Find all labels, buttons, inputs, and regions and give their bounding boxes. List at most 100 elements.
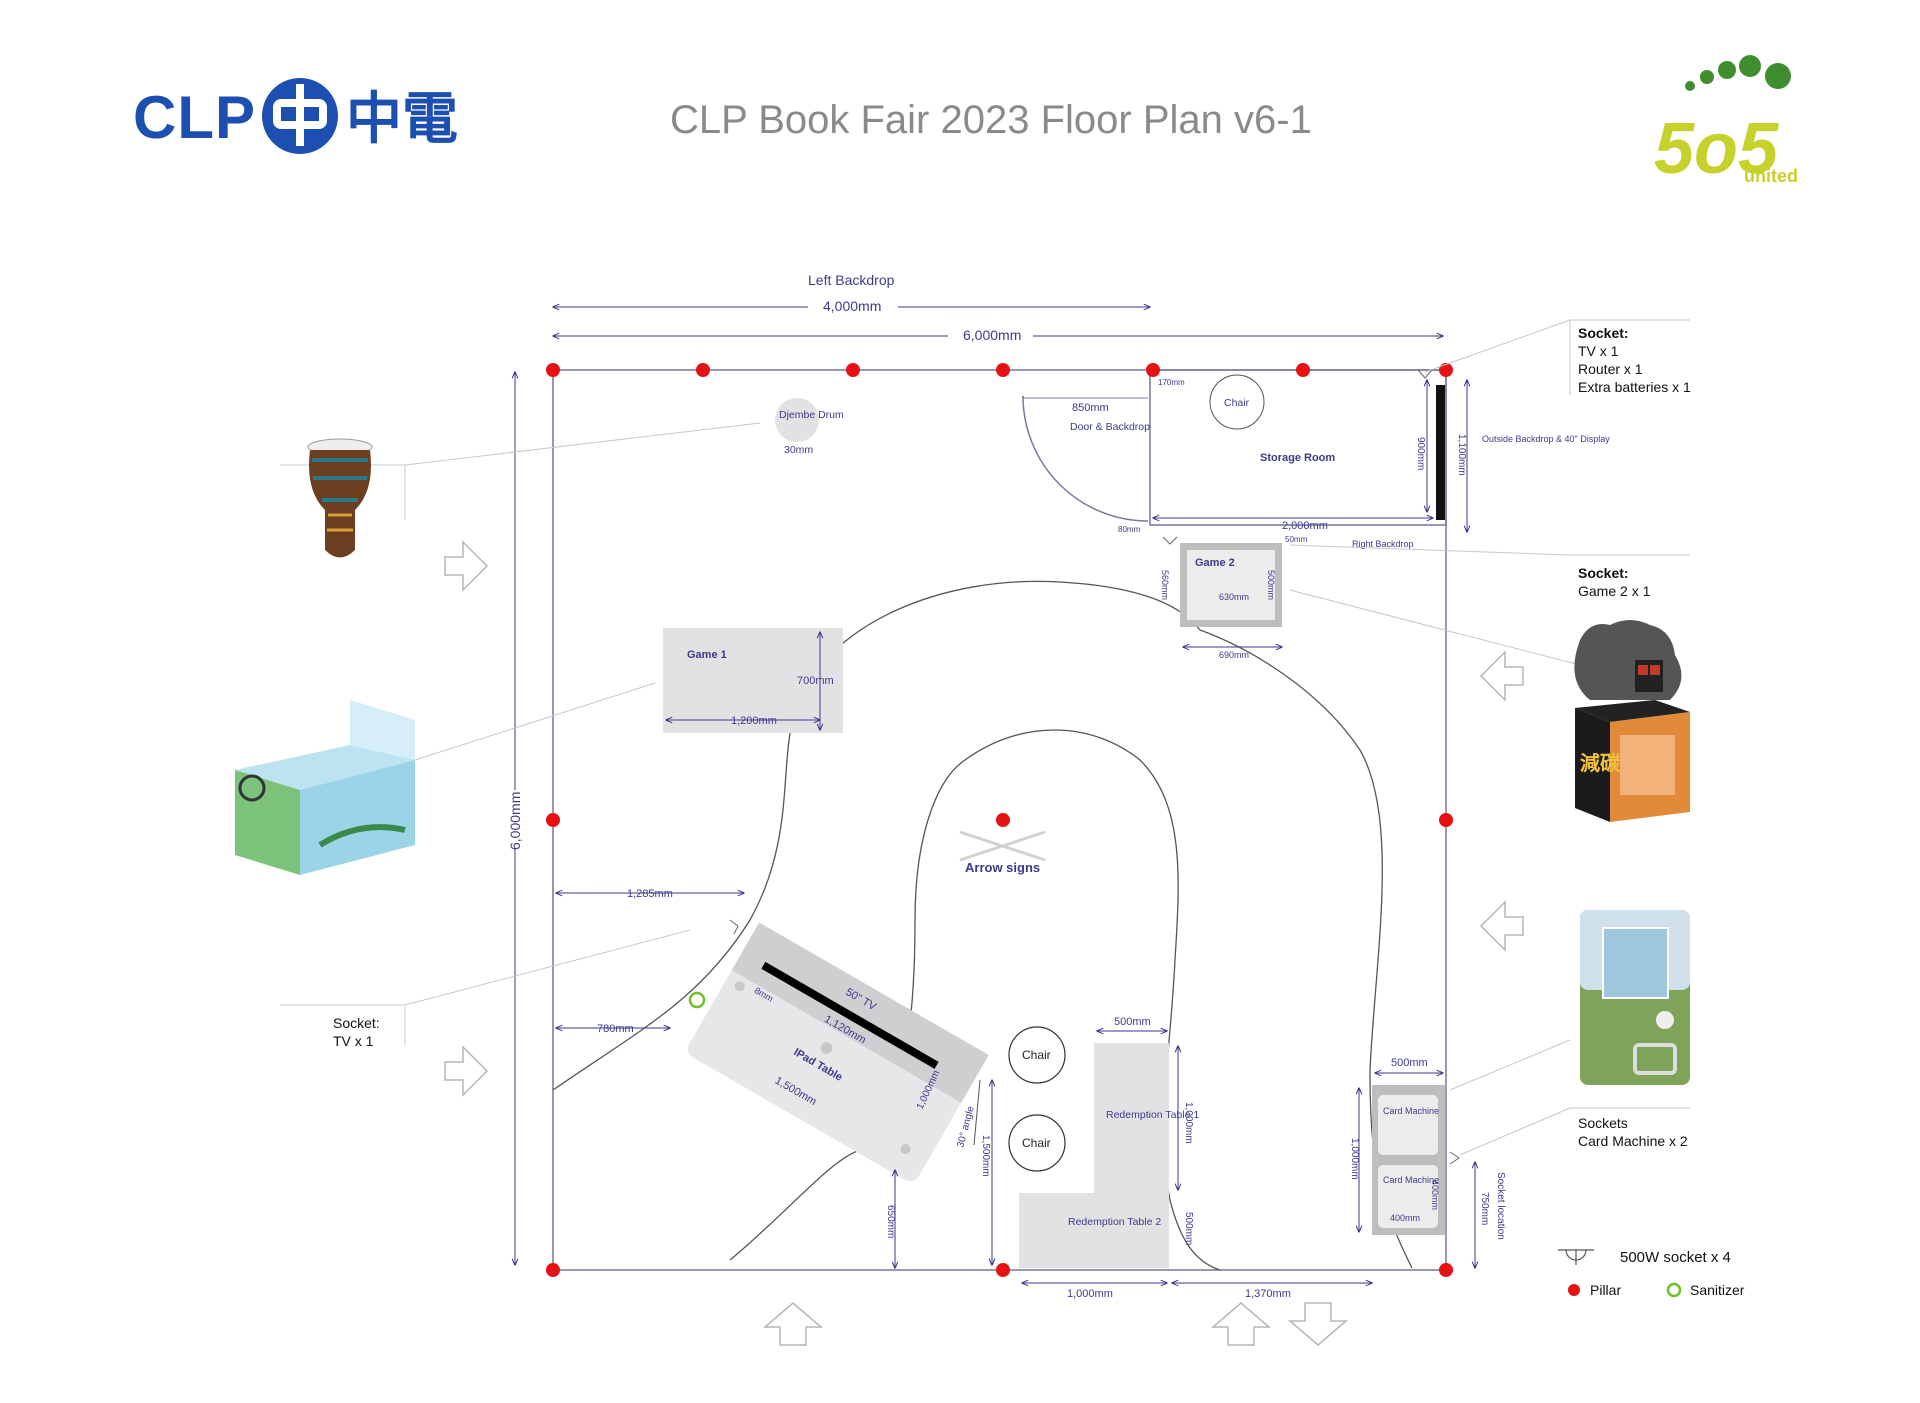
storage-chair-label: Chair — [1224, 397, 1250, 409]
bottom-width-2: 1,370mm — [1245, 1288, 1291, 1300]
visitor-path — [552, 580, 1413, 1269]
ipad-left-780: 780mm — [597, 1023, 634, 1035]
pillar — [1439, 363, 1453, 377]
arrow-left-icon — [1479, 650, 1524, 702]
arrow-signs: Arrow signs — [959, 830, 1046, 875]
djembe-label: Djembe Drum — [779, 409, 844, 421]
socket-location: Socket location — [1495, 1172, 1506, 1240]
arrow-up-icon — [1210, 1302, 1272, 1346]
clp-logo: CLP 中電 — [133, 78, 458, 154]
pillar-legend-icon — [1568, 1284, 1580, 1296]
storage-gap: 80mm — [1118, 525, 1141, 534]
redemption2-label: Redemption Table 2 — [1068, 1216, 1161, 1228]
note-line: Game 2 x 1 — [1578, 583, 1651, 599]
game1-label: Game 1 — [687, 649, 727, 661]
sanitizer-icon — [688, 991, 706, 1009]
pillar — [996, 363, 1010, 377]
game1-height: 700mm — [797, 675, 834, 687]
pillar — [1439, 813, 1453, 827]
pillar — [1439, 1263, 1453, 1277]
brand-logo-sub: united — [1744, 166, 1798, 186]
chair-1-label: Chair — [1022, 1048, 1051, 1062]
clp-logo-chinese: 中電 — [346, 87, 458, 150]
card-machine-illustration — [1580, 910, 1690, 1085]
pillar — [996, 1263, 1010, 1277]
chairs-height: 1,500mm — [980, 1135, 991, 1177]
game2-outer-w: 690mm — [1219, 650, 1249, 660]
storage-depth: 900mm — [1415, 437, 1426, 470]
redemption1-width: 500mm — [1114, 1016, 1151, 1028]
pillar — [1296, 363, 1310, 377]
leader-lines — [280, 319, 1690, 1156]
note-line: Extra batteries x 1 — [1578, 379, 1691, 395]
note-title: Socket: — [333, 1015, 380, 1031]
storage-room-label: Storage Room — [1260, 452, 1335, 464]
socket-icon — [729, 919, 739, 935]
djembe-size: 30mm — [784, 444, 813, 456]
note-socket-tv: Socket: TV x 1 — [333, 1015, 380, 1049]
left-backdrop-label: Left Backdrop — [808, 272, 895, 288]
card-machines: Card Machine Card Machine 400mm 400mm 50… — [1349, 1057, 1506, 1268]
note-line: Card Machine x 2 — [1578, 1133, 1688, 1149]
total-width: 6,000mm — [963, 327, 1021, 343]
outside-label: Outside Backdrop & 40" Display — [1482, 434, 1610, 444]
pillar — [546, 813, 560, 827]
note-title: Sockets — [1578, 1115, 1628, 1131]
game1-width: 1,200mm — [731, 715, 777, 727]
card-width: 500mm — [1391, 1057, 1428, 1069]
note-line: TV x 1 — [1578, 343, 1619, 359]
storage-room: Storage Room Chair 170mm 2,000mm 900mm 1… — [1118, 369, 1610, 549]
tv-screen — [761, 961, 939, 1069]
redemption1-height: 1,000mm — [1183, 1102, 1194, 1144]
note-title: Socket: — [1578, 565, 1629, 581]
total-height: 6,000mm — [507, 792, 523, 850]
arrow-down-icon — [1287, 1302, 1349, 1346]
pillar — [546, 363, 560, 377]
door-label: Door & Backdrop — [1070, 421, 1150, 433]
game2-area: Game 2 630mm 500mm 560mm 690mm — [1160, 543, 1282, 660]
game2-outer-h: 560mm — [1160, 570, 1170, 600]
game2-inner-h: 500mm — [1266, 570, 1276, 600]
game1-area: Game 1 700mm 1,200mm — [663, 628, 843, 733]
angle-label: 30° angle — [955, 1105, 977, 1149]
djembe-illustration — [307, 438, 373, 558]
brand-logo-text: 5o5 — [1654, 109, 1779, 189]
game1-illustration — [235, 700, 415, 875]
arrow-left-icon — [1479, 900, 1524, 952]
pillar — [546, 1263, 560, 1277]
chair-2-label: Chair — [1022, 1136, 1051, 1150]
socket-750: 750mm — [1479, 1192, 1490, 1225]
card-machine-1-label: Card Machine — [1383, 1106, 1439, 1116]
pillar — [1146, 363, 1160, 377]
redemption-tables: Redemption Table 1 Redemption Table 2 50… — [1019, 1016, 1372, 1300]
legend-socket-label: 500W socket x 4 — [1620, 1249, 1731, 1266]
outside-height: 1,100mm — [1456, 434, 1467, 476]
legend-sanitizer-label: Sanitizer — [1690, 1282, 1745, 1298]
chairs: Chair Chair 1,500mm — [980, 1026, 1066, 1265]
note-title: Socket: — [1578, 325, 1629, 341]
storage-width: 2,000mm — [1282, 520, 1328, 532]
ipad-table: 50" TV 1,120mm IPad Table 1,500mm 8mm — [687, 922, 989, 1182]
bottom-width-1: 1,000mm — [1067, 1288, 1113, 1300]
legend-pillar-label: Pillar — [1590, 1282, 1621, 1298]
arrow-right-icon — [444, 1045, 489, 1097]
arrow-signs-label: Arrow signs — [965, 860, 1040, 875]
clp-logo-text: CLP — [133, 84, 256, 151]
redemption2-height: 500mm — [1183, 1212, 1194, 1245]
pillars — [546, 363, 1453, 1277]
ipad-left-1285: 1,285mm — [627, 888, 673, 900]
note-socket-top-right: Socket: TV x 1 Router x 1 Extra batterie… — [1578, 325, 1691, 395]
card-machine-2-label: Card Machine — [1383, 1175, 1439, 1185]
pillar — [696, 363, 710, 377]
game2-inner-w: 630mm — [1219, 592, 1249, 602]
left-backdrop-width: 4,000mm — [823, 298, 881, 314]
svg-text:減碳: 減碳 — [1580, 751, 1621, 775]
game2-illustration: 減碳 — [1574, 620, 1690, 822]
note-socket-card: Sockets Card Machine x 2 — [1578, 1115, 1688, 1149]
card-height: 1,000mm — [1349, 1138, 1360, 1180]
socket-icon — [1449, 1151, 1460, 1165]
legend: 500W socket x 4 Pillar Sanitizer — [1558, 1249, 1745, 1298]
pillar — [846, 363, 860, 377]
card-inner-h: 400mm — [1430, 1180, 1440, 1210]
